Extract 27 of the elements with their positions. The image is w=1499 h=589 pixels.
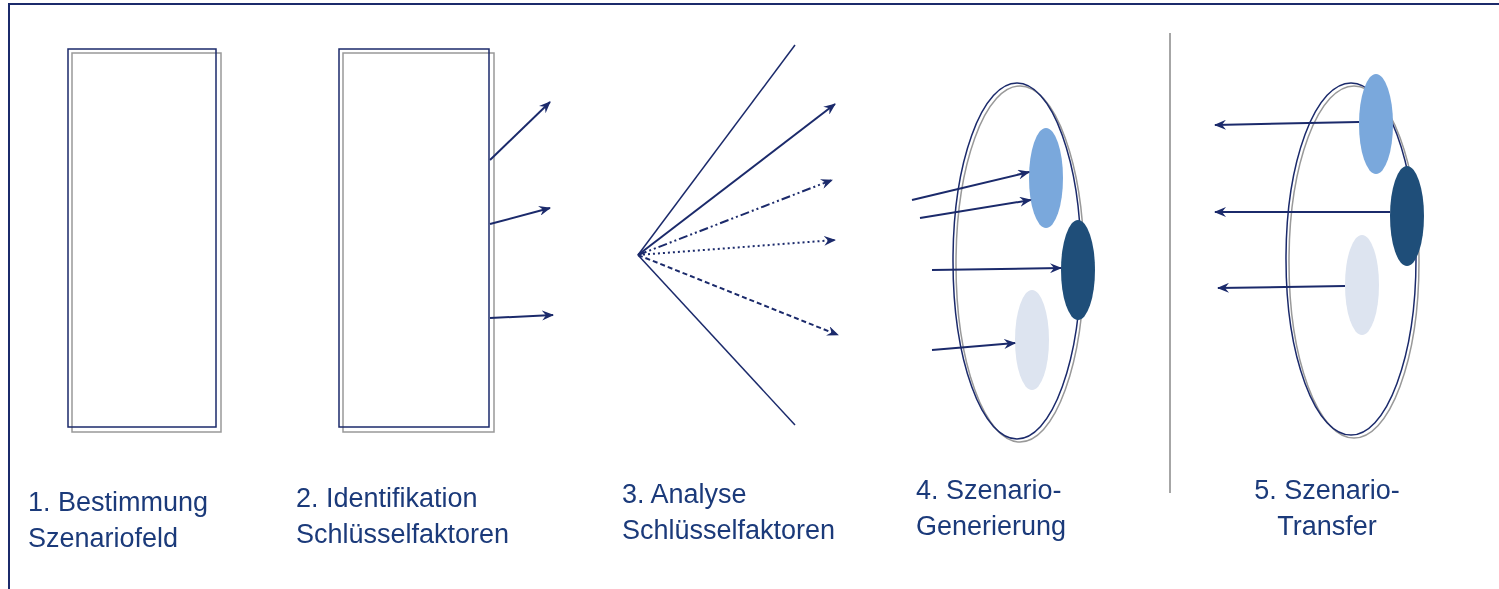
arrow	[1217, 282, 1346, 293]
field-rectangle	[338, 48, 495, 433]
scenario-blob	[1061, 220, 1095, 320]
step-caption: 3. Analyse Schlüsselfaktoren	[622, 478, 837, 547]
arrow	[931, 338, 1017, 351]
field-rectangle	[67, 48, 222, 433]
arrow	[911, 169, 1031, 201]
arrow	[489, 206, 551, 225]
arrow	[637, 254, 839, 336]
arrow	[637, 103, 836, 256]
scenario-blob	[1359, 74, 1393, 174]
step-caption: 4. Szenario-Generierung	[916, 474, 1068, 543]
scenario-blob	[1345, 235, 1379, 335]
arrow	[637, 179, 833, 256]
arrow	[489, 310, 554, 321]
scenario-blob	[1029, 128, 1063, 228]
arrow	[489, 101, 551, 161]
step-caption: 5. Szenario-Transfer	[1253, 474, 1401, 543]
arrow	[931, 263, 1062, 274]
arrow	[919, 196, 1032, 219]
step-caption: 1. Bestimmung Szenariofeld	[28, 486, 210, 555]
scenario-blob	[1390, 166, 1424, 266]
arrow	[1214, 207, 1392, 217]
step-caption: 2. Identifikation Schlüsselfaktoren	[296, 482, 511, 551]
scenario-blob	[1015, 290, 1049, 390]
arrow	[1214, 119, 1360, 130]
fan-lines	[638, 45, 795, 425]
